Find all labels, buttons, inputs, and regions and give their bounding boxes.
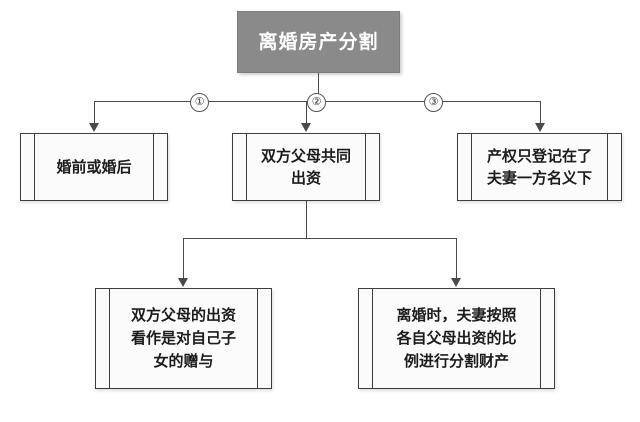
node-gift-to-own-child-label: 双方父母的出资 看作是对自己子 女的赠与 bbox=[130, 305, 236, 371]
connector-leg-middle bbox=[306, 101, 307, 125]
connector-leg-lower-right bbox=[456, 238, 457, 280]
title-node: 离婚房产分割 bbox=[237, 11, 400, 73]
node-split-by-ratio-label: 离婚时，夫妻按照 各自父母出资的比 例进行分割财产 bbox=[396, 305, 517, 371]
connector-leg-right bbox=[540, 101, 541, 125]
arrowhead-to-node-gift-to-own-child bbox=[178, 278, 188, 287]
connector-leg-lower-left bbox=[183, 238, 184, 280]
node-both-parents-funding: 双方父母共同 出资 bbox=[232, 133, 380, 201]
node-pre-post-marriage: 婚前或婚后 bbox=[20, 133, 168, 201]
node-single-name-title-label: 产权只登记在了 夫妻一方名义下 bbox=[486, 146, 592, 188]
arrowhead-to-node-pre-post-marriage bbox=[89, 123, 99, 132]
arrowhead-to-node-split-by-ratio bbox=[451, 278, 461, 287]
node-both-parents-funding-label: 双方父母共同 出资 bbox=[260, 146, 351, 188]
connector-title-stem bbox=[318, 73, 319, 102]
arrowhead-to-node-single-name-title bbox=[535, 123, 545, 132]
marker-3: ③ bbox=[424, 93, 443, 112]
connector-lower-bus bbox=[183, 238, 457, 239]
node-pre-post-marriage-label: 婚前或婚后 bbox=[56, 157, 132, 176]
title-node-label: 离婚房产分割 bbox=[258, 30, 379, 53]
node-single-name-title: 产权只登记在了 夫妻一方名义下 bbox=[457, 133, 622, 201]
arrowhead-to-node-both-parents-funding bbox=[301, 123, 311, 132]
connector-leg-left bbox=[94, 101, 95, 125]
node-gift-to-own-child: 双方父母的出资 看作是对自己子 女的赠与 bbox=[95, 288, 272, 389]
connector-middle-stem bbox=[306, 201, 307, 238]
marker-1: ① bbox=[190, 93, 209, 112]
node-split-by-ratio: 离婚时，夫妻按照 各自父母出资的比 例进行分割财产 bbox=[358, 288, 555, 389]
marker-2: ② bbox=[307, 93, 326, 112]
